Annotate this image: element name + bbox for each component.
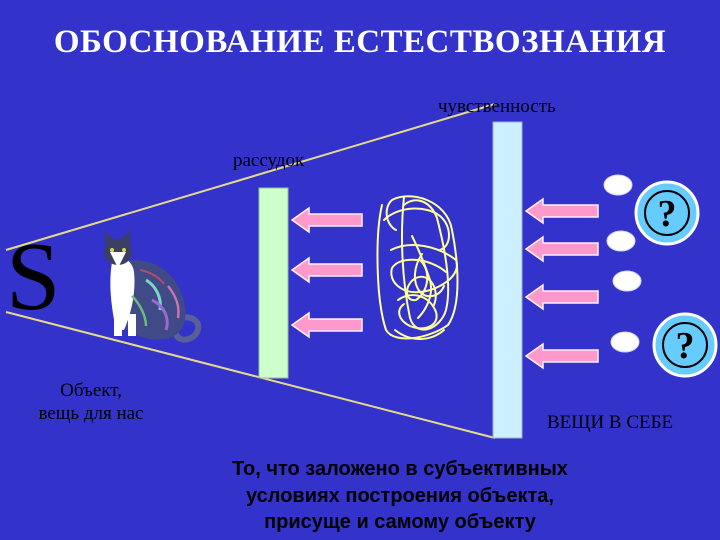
understanding-panel bbox=[258, 187, 289, 379]
sensibility-panel bbox=[492, 121, 523, 439]
cat-image bbox=[104, 230, 202, 343]
thing-oval-3 bbox=[612, 270, 642, 292]
arrow-right-3 bbox=[524, 283, 599, 311]
thing-oval-1 bbox=[603, 174, 633, 196]
arrow-left-2 bbox=[290, 256, 363, 284]
question-mark-1: ? bbox=[658, 193, 677, 235]
question-circle-1 bbox=[634, 180, 700, 246]
arrow-left-1 bbox=[290, 206, 363, 234]
slide-title: ОБОСНОВАНИЕ ЕСТЕСТВОЗНАНИЯ bbox=[53, 24, 667, 60]
sensation-scribble bbox=[376, 195, 459, 340]
cat-chest bbox=[110, 257, 135, 330]
cat-leg-back bbox=[128, 314, 136, 336]
thing-oval-4 bbox=[610, 331, 640, 353]
cat-leg-front bbox=[114, 314, 122, 336]
cone-lower-edge bbox=[5, 311, 496, 439]
subject-label: S bbox=[6, 223, 61, 331]
things-in-themselves-label: ВЕЩИ В СЕБЕ bbox=[547, 412, 674, 433]
arrow-right-1 bbox=[524, 197, 599, 225]
thing-oval-2 bbox=[606, 230, 636, 252]
arrows-to-sensibility bbox=[524, 197, 599, 370]
cat-ear-right bbox=[120, 230, 130, 246]
object-label: Объект, вещь для нас bbox=[38, 380, 144, 424]
arrow-left-3 bbox=[290, 311, 363, 339]
sensibility-label: чувственность bbox=[438, 96, 556, 117]
thing-ovals bbox=[603, 174, 642, 353]
arrows-to-understanding bbox=[290, 206, 363, 339]
perception-cone bbox=[5, 103, 496, 439]
question-mark-2: ? bbox=[676, 325, 695, 367]
understanding-label: рассудок bbox=[233, 150, 305, 171]
question-circle-2 bbox=[652, 312, 718, 378]
cat-ear-left bbox=[104, 232, 115, 246]
arrow-right-4 bbox=[524, 342, 599, 370]
caption: То, что заложено в субъективных условиях… bbox=[232, 458, 568, 534]
cat-tail bbox=[173, 314, 202, 343]
cone-upper-edge bbox=[5, 103, 496, 251]
arrow-right-2 bbox=[524, 235, 599, 263]
